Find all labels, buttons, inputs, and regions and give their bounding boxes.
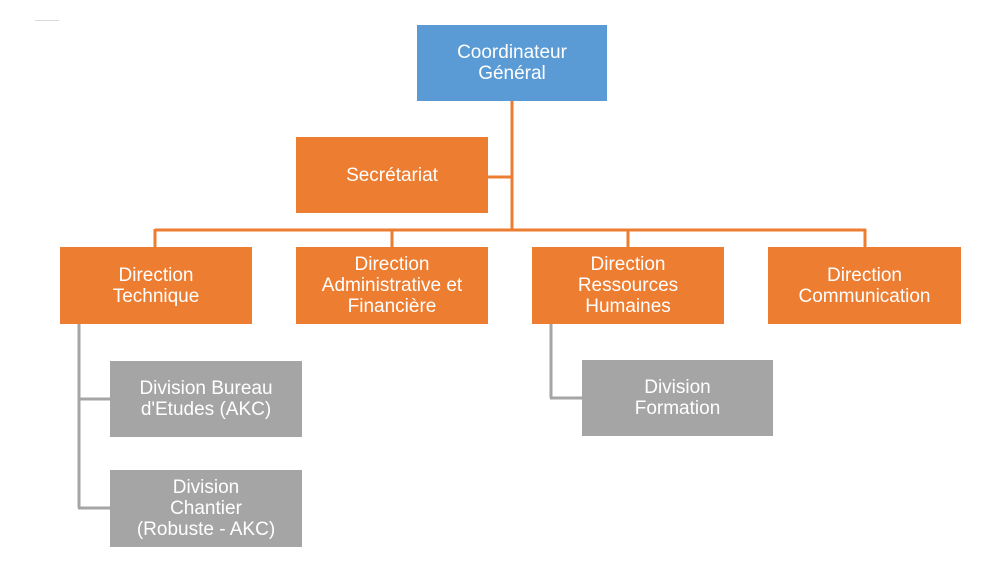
node-direction-administrative-financiere: Direction Administrative et Financière bbox=[296, 247, 488, 324]
decorative-line bbox=[35, 20, 59, 21]
node-coordinateur-general: Coordinateur Général bbox=[417, 25, 607, 101]
node-division-formation: Division Formation bbox=[582, 360, 773, 436]
node-direction-ressources-humaines: Direction Ressources Humaines bbox=[532, 247, 724, 324]
node-direction-communication: Direction Communication bbox=[768, 247, 961, 324]
node-direction-technique: Direction Technique bbox=[60, 247, 252, 324]
node-division-bureau-etudes: Division Bureau d'Etudes (AKC) bbox=[110, 361, 302, 437]
node-division-chantier: Division Chantier (Robuste - AKC) bbox=[110, 470, 302, 547]
node-secretariat: Secrétariat bbox=[296, 137, 488, 213]
